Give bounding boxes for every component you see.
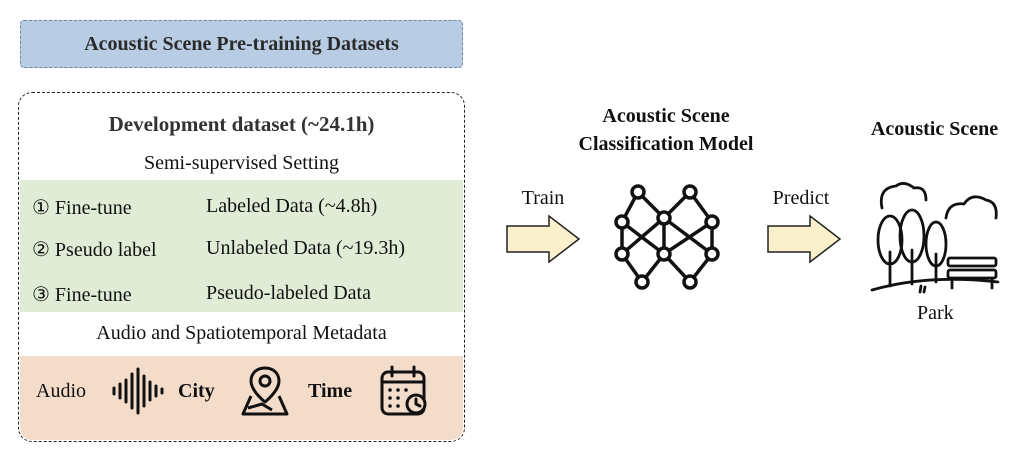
predict-arrow-icon xyxy=(767,214,842,264)
metadata-title: Audio and Spatiotemporal Metadata xyxy=(96,322,387,344)
predict-label: Predict xyxy=(772,187,830,209)
audio-label: Audio xyxy=(36,380,86,402)
development-dataset-title: Development dataset (~24.1h) xyxy=(108,112,375,136)
step-1-data: Labeled Data (~4.8h) xyxy=(206,195,378,217)
semi-supervised-setting-label: Semi-supervised Setting xyxy=(144,152,339,174)
calendar-clock-icon xyxy=(380,365,427,416)
train-label: Train xyxy=(521,187,565,209)
model-title-line-1: Acoustic Scene xyxy=(602,105,730,127)
time-label: Time xyxy=(308,380,353,402)
acoustic-scene-title: Acoustic Scene xyxy=(870,118,999,140)
development-dataset-box xyxy=(18,92,465,442)
step-3-data: Pseudo-labeled Data xyxy=(206,282,371,304)
banner-title: Acoustic Scene Pre-training Datasets xyxy=(84,32,399,55)
city-label: City xyxy=(178,380,215,402)
park-icon xyxy=(870,182,1000,294)
train-arrow-icon xyxy=(506,214,581,264)
step-1-label: ① Fine-tune xyxy=(32,197,132,219)
park-label: Park xyxy=(917,302,954,324)
map-pin-icon xyxy=(241,366,289,416)
waveform-icon xyxy=(112,367,164,415)
pretraining-datasets-banner: Acoustic Scene Pre-training Datasets xyxy=(20,20,463,68)
step-3-label: ③ Fine-tune xyxy=(32,284,132,306)
step-2-label: ② Pseudo label xyxy=(32,239,157,261)
neural-network-icon xyxy=(614,184,720,290)
training-steps-panel xyxy=(20,180,463,312)
model-title: Acoustic Scene Classification Model xyxy=(535,102,797,158)
step-2-data: Unlabeled Data (~19.3h) xyxy=(206,237,406,259)
model-title-line-2: Classification Model xyxy=(578,133,754,155)
